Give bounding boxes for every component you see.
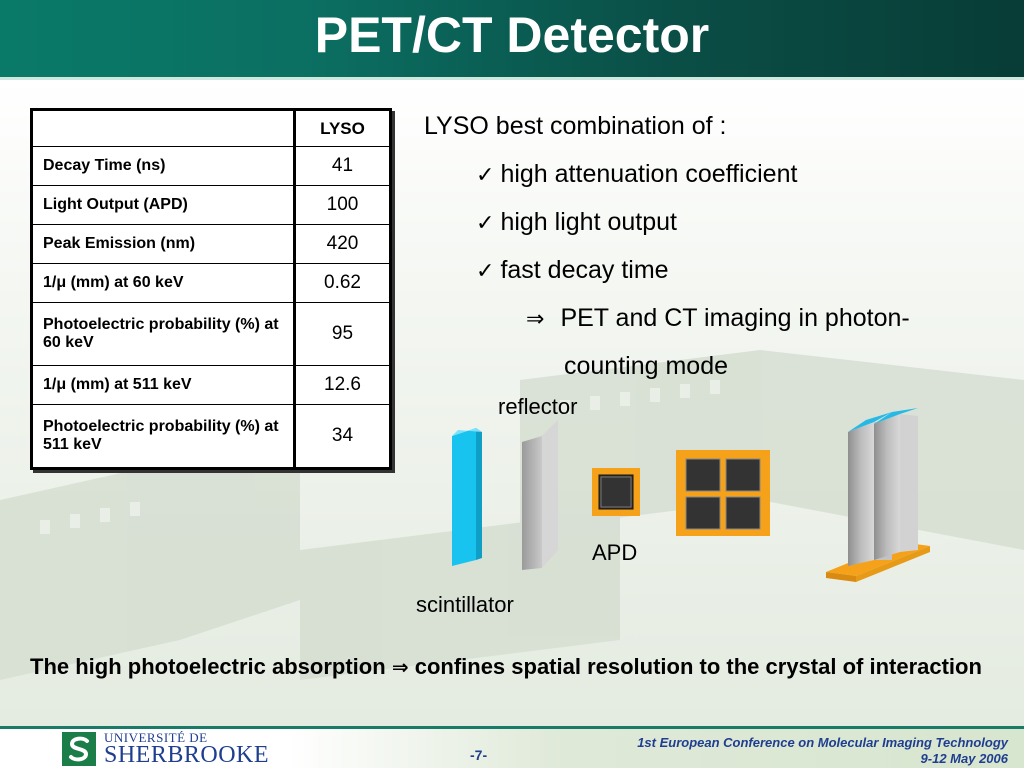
checkmark-icon: ✓ xyxy=(476,163,495,188)
conclusion-line-2: counting mode xyxy=(564,352,729,380)
page-number: -7- xyxy=(470,747,488,763)
table-row: 1/μ (mm) at 60 keV 0.62 xyxy=(31,263,391,303)
conclusion-part1: The high photoelectric absorption xyxy=(30,654,386,679)
title-bar: PET/CT Detector xyxy=(0,0,1024,80)
university-logo: UNIVERSITÉ DE SHERBROOKE xyxy=(62,730,270,768)
conclusion-statement: The high photoelectric absorption ⇒ conf… xyxy=(30,652,1000,682)
apd-single xyxy=(592,468,640,516)
conference-date: 9-12 May 2006 xyxy=(920,751,1008,766)
apd-label: APD xyxy=(592,540,638,565)
bullet-item: ✓high light output xyxy=(476,198,677,248)
detector-module xyxy=(826,408,930,582)
row-value: 0.62 xyxy=(293,263,391,303)
table-corner-cell xyxy=(31,108,295,148)
row-value: 100 xyxy=(293,185,391,226)
row-label: Photoelectric probability (%) at 511 keV xyxy=(31,403,295,470)
title-underline xyxy=(0,77,1024,80)
detector-diagram xyxy=(452,408,930,582)
table-header-row: LYSO xyxy=(31,108,391,148)
conference-name: 1st European Conference on Molecular Ima… xyxy=(637,735,1008,750)
table-row: 1/μ (mm) at 511 keV 12.6 xyxy=(31,364,391,405)
row-label: Decay Time (ns) xyxy=(31,146,295,187)
bullet-text: high attenuation coefficient xyxy=(500,160,798,188)
conference-info: 1st European Conference on Molecular Ima… xyxy=(637,735,1008,767)
table-row: Photoelectric probability (%) at 511 keV… xyxy=(31,403,391,470)
table-row: Peak Emission (nm) 420 xyxy=(31,224,391,265)
footer-bar xyxy=(0,728,1024,768)
row-label: Peak Emission (nm) xyxy=(31,224,295,265)
slide-title: PET/CT Detector xyxy=(314,7,710,63)
reflector-sheet xyxy=(522,420,558,570)
bullet-intro: LYSO best combination of : xyxy=(424,112,727,140)
bullet-item: ✓fast decay time xyxy=(476,246,669,296)
row-value: 12.6 xyxy=(293,364,391,405)
bullet-item: ✓high attenuation coefficient xyxy=(476,150,797,200)
logo-text-line1: UNIVERSITÉ DE xyxy=(104,730,208,745)
bullet-text: fast decay time xyxy=(500,256,669,284)
apd-array xyxy=(676,450,770,536)
row-value: 420 xyxy=(293,224,391,265)
row-label: Light Output (APD) xyxy=(31,185,295,226)
conclusion-text: PET and CT imaging in photon- xyxy=(560,304,910,332)
row-value: 34 xyxy=(293,403,391,470)
scintillator-crystal xyxy=(452,428,482,566)
row-value: 41 xyxy=(293,146,391,187)
checkmark-icon: ✓ xyxy=(476,259,495,284)
table-row: Photoelectric probability (%) at 60 keV … xyxy=(31,302,391,366)
row-label: 1/μ (mm) at 511 keV xyxy=(31,364,295,405)
row-label: Photoelectric probability (%) at 60 keV xyxy=(31,302,295,366)
university-s-logo-icon xyxy=(62,731,96,766)
conclusion-part2: confines spatial resolution to the cryst… xyxy=(414,654,982,679)
scintillator-label: scintillator xyxy=(416,592,514,617)
logo-text-line2: SHERBROOKE xyxy=(104,742,270,768)
implies-arrow-icon: ⇒ xyxy=(391,655,409,679)
table-row: Decay Time (ns) 41 xyxy=(31,146,391,187)
footer-divider xyxy=(0,726,1024,729)
row-label: 1/μ (mm) at 60 keV xyxy=(31,263,295,303)
lyso-properties-table: LYSO Decay Time (ns) 41 Light Output (AP… xyxy=(30,108,392,470)
table-row: Light Output (APD) 100 xyxy=(31,185,391,226)
reflector-label: reflector xyxy=(498,394,578,419)
implies-arrow-icon: ⇒ xyxy=(526,307,545,332)
checkmark-icon: ✓ xyxy=(476,211,495,236)
bullet-text: high light output xyxy=(500,208,677,236)
row-value: 95 xyxy=(293,302,391,366)
conclusion-line: ⇒ PET and CT imaging in photon- xyxy=(526,294,910,344)
column-header-lyso: LYSO xyxy=(293,108,391,148)
